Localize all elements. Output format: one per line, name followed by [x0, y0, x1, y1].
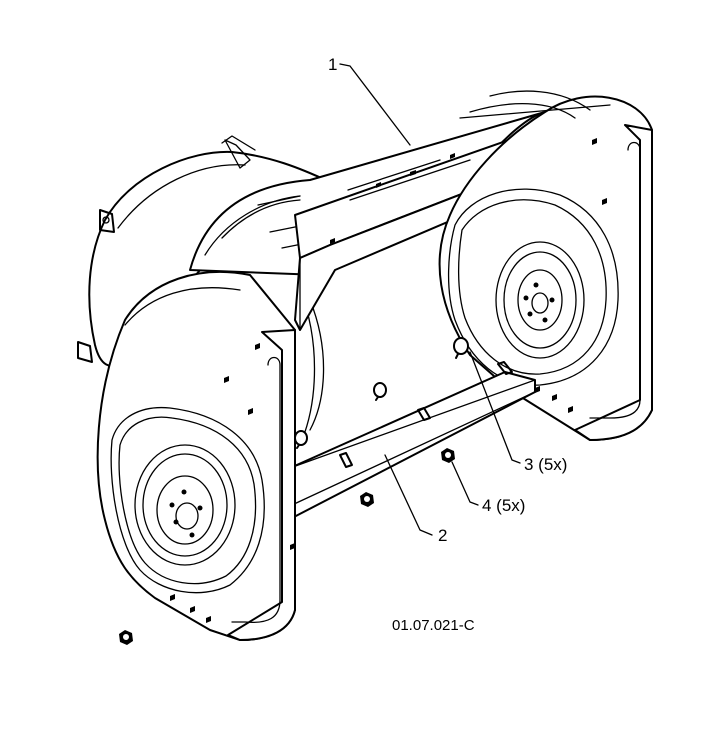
nut-2 — [360, 492, 374, 507]
nut-1 — [441, 448, 455, 463]
figure-code: 01.07.021-C — [392, 617, 475, 634]
hex-nuts — [119, 448, 455, 645]
mounting-tab-bottom — [77, 341, 93, 363]
leader-lines — [339, 63, 521, 536]
bottom-cross-bar — [289, 361, 536, 519]
mounting-tab-top — [99, 209, 115, 233]
left-side-plate — [96, 271, 296, 641]
nut-3 — [119, 630, 133, 645]
callout-4: 4 (5x) — [482, 496, 525, 515]
carriage-bolts — [294, 337, 469, 449]
callout-3: 3 (5x) — [524, 455, 567, 474]
callout-2: 2 — [438, 526, 447, 545]
left-bearing — [134, 444, 236, 566]
callout-1: 1 — [328, 55, 337, 74]
right-side-plate — [438, 90, 653, 441]
right-bearing — [495, 241, 585, 359]
